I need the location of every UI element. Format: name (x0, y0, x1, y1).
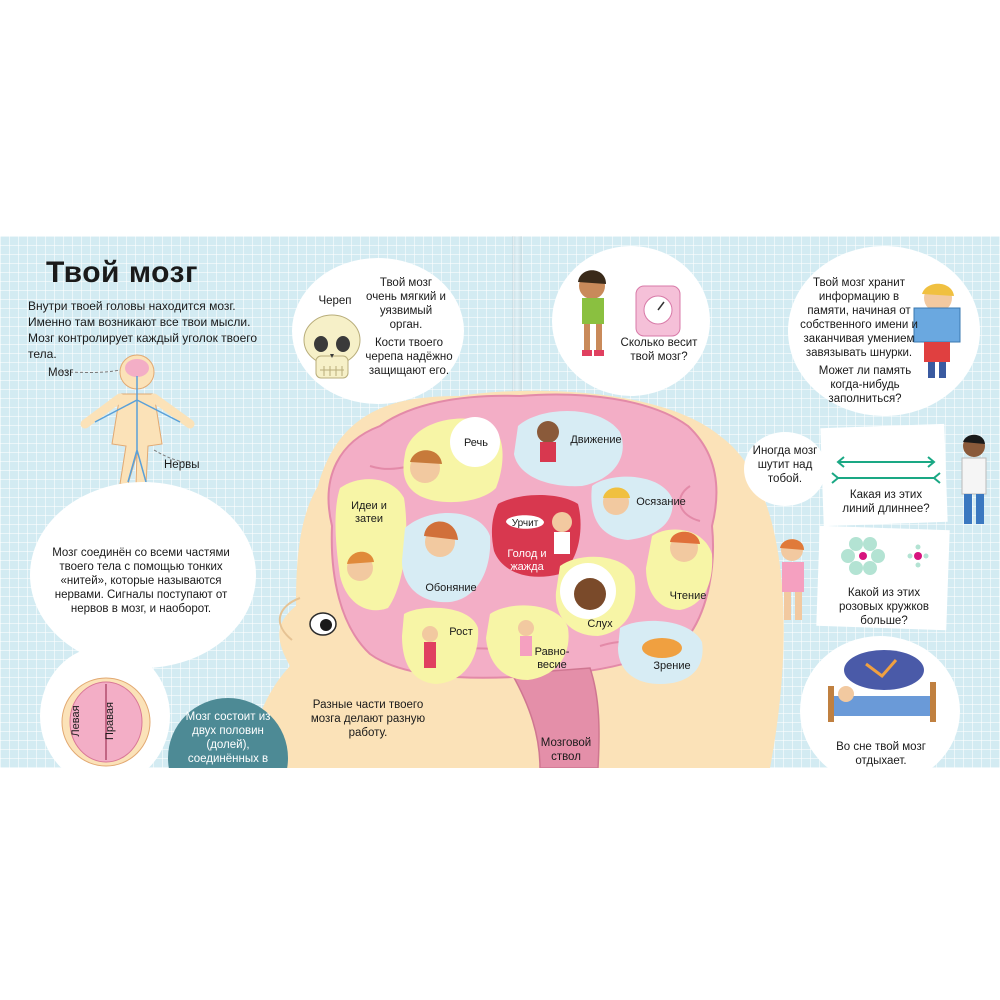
weight-text: Сколько весит твой мозг? (620, 337, 698, 363)
boy-holding-card (961, 434, 987, 524)
region-smell-label: Обоняние (425, 582, 477, 594)
region-ideas-label: Идеи и затеи (351, 500, 387, 525)
circle-illusion (841, 537, 929, 575)
sleep-text: Во сне твой мозг отдыхает. (836, 741, 926, 767)
region-speech-white (450, 417, 500, 467)
region-growth-label: Рост (449, 626, 473, 638)
region-hunger-label: Голод и жажда (507, 548, 547, 573)
region-touch-label: Осязание (636, 496, 686, 508)
illusion-intro-bubble (744, 432, 826, 506)
memory-text-1: Твой мозг хранит информацию в памяти, на… (800, 277, 918, 359)
halves-text: Мозг состоит из двух половин (долей), со… (185, 711, 271, 765)
girl-with-scale (578, 270, 681, 356)
half-left-label: Левая (70, 705, 82, 737)
region-vision-label: Зрение (653, 660, 691, 672)
region-movement-shape (514, 410, 623, 487)
region-smell-shape (402, 513, 491, 603)
sleeping-child (828, 650, 936, 722)
intro-text: Внутри твоей головы находится мозг. Имен… (28, 299, 258, 361)
region-hearing-label: Слух (587, 618, 613, 630)
skull-label: Череп (318, 295, 352, 307)
parts-text: Разные части твоего мозга делают разную … (310, 699, 426, 739)
nose-shape (278, 597, 301, 641)
girl-holding-card (780, 539, 804, 620)
brain-regions (335, 410, 713, 684)
skull-text-1: Твой мозг очень мягкий и уязвимый орган. (366, 277, 446, 331)
region-movement-label: Движение (570, 434, 622, 446)
region-speech-label: Речь (463, 437, 489, 449)
illusion-intro-text: Иногда мозг шутит над тобой. (752, 445, 818, 485)
region-balance-label: Равно-весие (534, 646, 570, 671)
brainstem-label: Мозговой ствол (540, 737, 592, 763)
boy-reading (913, 283, 961, 378)
eye-pupil (320, 619, 332, 631)
region-rumble-label: Урчит (511, 518, 539, 529)
half-right-label: Правая (104, 702, 116, 740)
rumble-bubble (506, 515, 544, 529)
label-brain: Мозг (48, 367, 74, 379)
skull-text-2: Кости твоего черепа надёжно защищают его… (365, 337, 453, 377)
skull-icon (303, 314, 361, 379)
brainstem-shape (510, 667, 600, 768)
kid-figures (347, 421, 700, 668)
memory-text-2: Может ли память когда-нибудь заполниться… (818, 365, 912, 405)
nervous-system-figure (59, 354, 195, 485)
region-ideas-shape (335, 479, 407, 611)
illusion-q1: Какая из этих линий длиннее? (842, 489, 930, 515)
page-title: Твой мозг (46, 256, 198, 289)
label-nerves: Нервы (164, 459, 200, 471)
brain-halves-figure (61, 677, 151, 767)
line-illusion (831, 456, 941, 484)
region-reading-label: Чтение (669, 590, 707, 602)
illusion-q2: Какой из этих розовых кружков больше? (838, 587, 930, 627)
region-growth-shape (402, 607, 479, 684)
nerves-text: Мозг соединён со всеми частями твоего те… (52, 547, 230, 615)
book-spread: Речь Движение Идеи и затеи Осязание Урчи… (0, 236, 1000, 768)
weight-bubble (552, 246, 710, 396)
nerves-bubble (30, 482, 256, 668)
